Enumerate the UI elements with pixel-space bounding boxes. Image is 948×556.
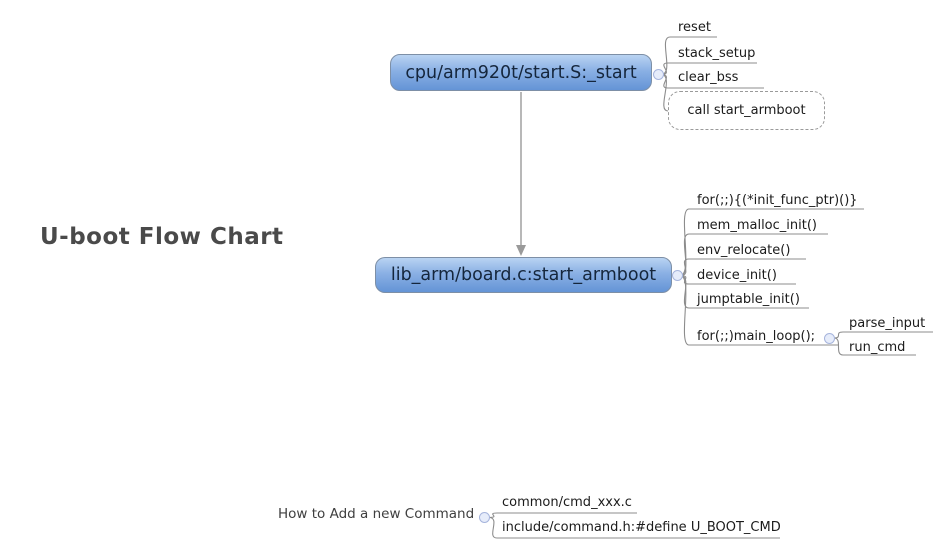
edge-command-header [488,516,780,539]
node-parse-input[interactable]: parse_input [849,316,926,331]
edge-reset [660,36,717,76]
node-init-loop[interactable]: for(;;){(*init_func_ptr)()} [697,193,858,208]
flow-arrow-head [516,245,526,256]
node-stack-setup[interactable]: stack_setup [678,46,756,61]
node-clear-bss[interactable]: clear_bss [678,70,739,85]
fold-handle-start-armboot[interactable] [672,270,683,281]
fold-handle-main-loop[interactable] [824,333,835,344]
edge-run-cmd [833,337,916,356]
node-call-start-armboot[interactable]: call start_armboot [668,91,825,130]
edge-mem-malloc-init [679,233,828,277]
edge-cmd-file [488,512,637,519]
node-cmd-file[interactable]: common/cmd_xxx.c [502,495,632,510]
node-jumptable-init[interactable]: jumptable_init() [697,292,800,307]
edge-call-start-armboot [660,73,669,112]
diagram-title: U-boot Flow Chart [40,224,284,250]
edge-main-loop [679,274,838,346]
fold-handle-howto[interactable] [479,512,490,523]
node-device-init[interactable]: device_init() [697,268,777,283]
edge-parse-input [833,331,933,339]
node-reset[interactable]: reset [678,20,711,35]
fold-handle-start[interactable] [653,69,664,80]
node-run-cmd[interactable]: run_cmd [849,340,906,355]
node-start-armboot[interactable]: lib_arm/board.c:start_armboot [375,257,672,293]
node-mem-malloc-init[interactable]: mem_malloc_init() [697,218,817,233]
node-main-loop[interactable]: for(;;)main_loop(); [697,329,816,344]
node-command-header[interactable]: include/command.h:#define U_BOOT_CMD [502,520,781,535]
node-start[interactable]: cpu/arm920t/start.S:_start [390,54,652,91]
edge-stack-setup [660,62,757,76]
node-env-relocate[interactable]: env_relocate() [697,243,791,258]
edge-env-relocate [679,258,806,277]
node-howto[interactable]: How to Add a new Command [278,506,475,522]
